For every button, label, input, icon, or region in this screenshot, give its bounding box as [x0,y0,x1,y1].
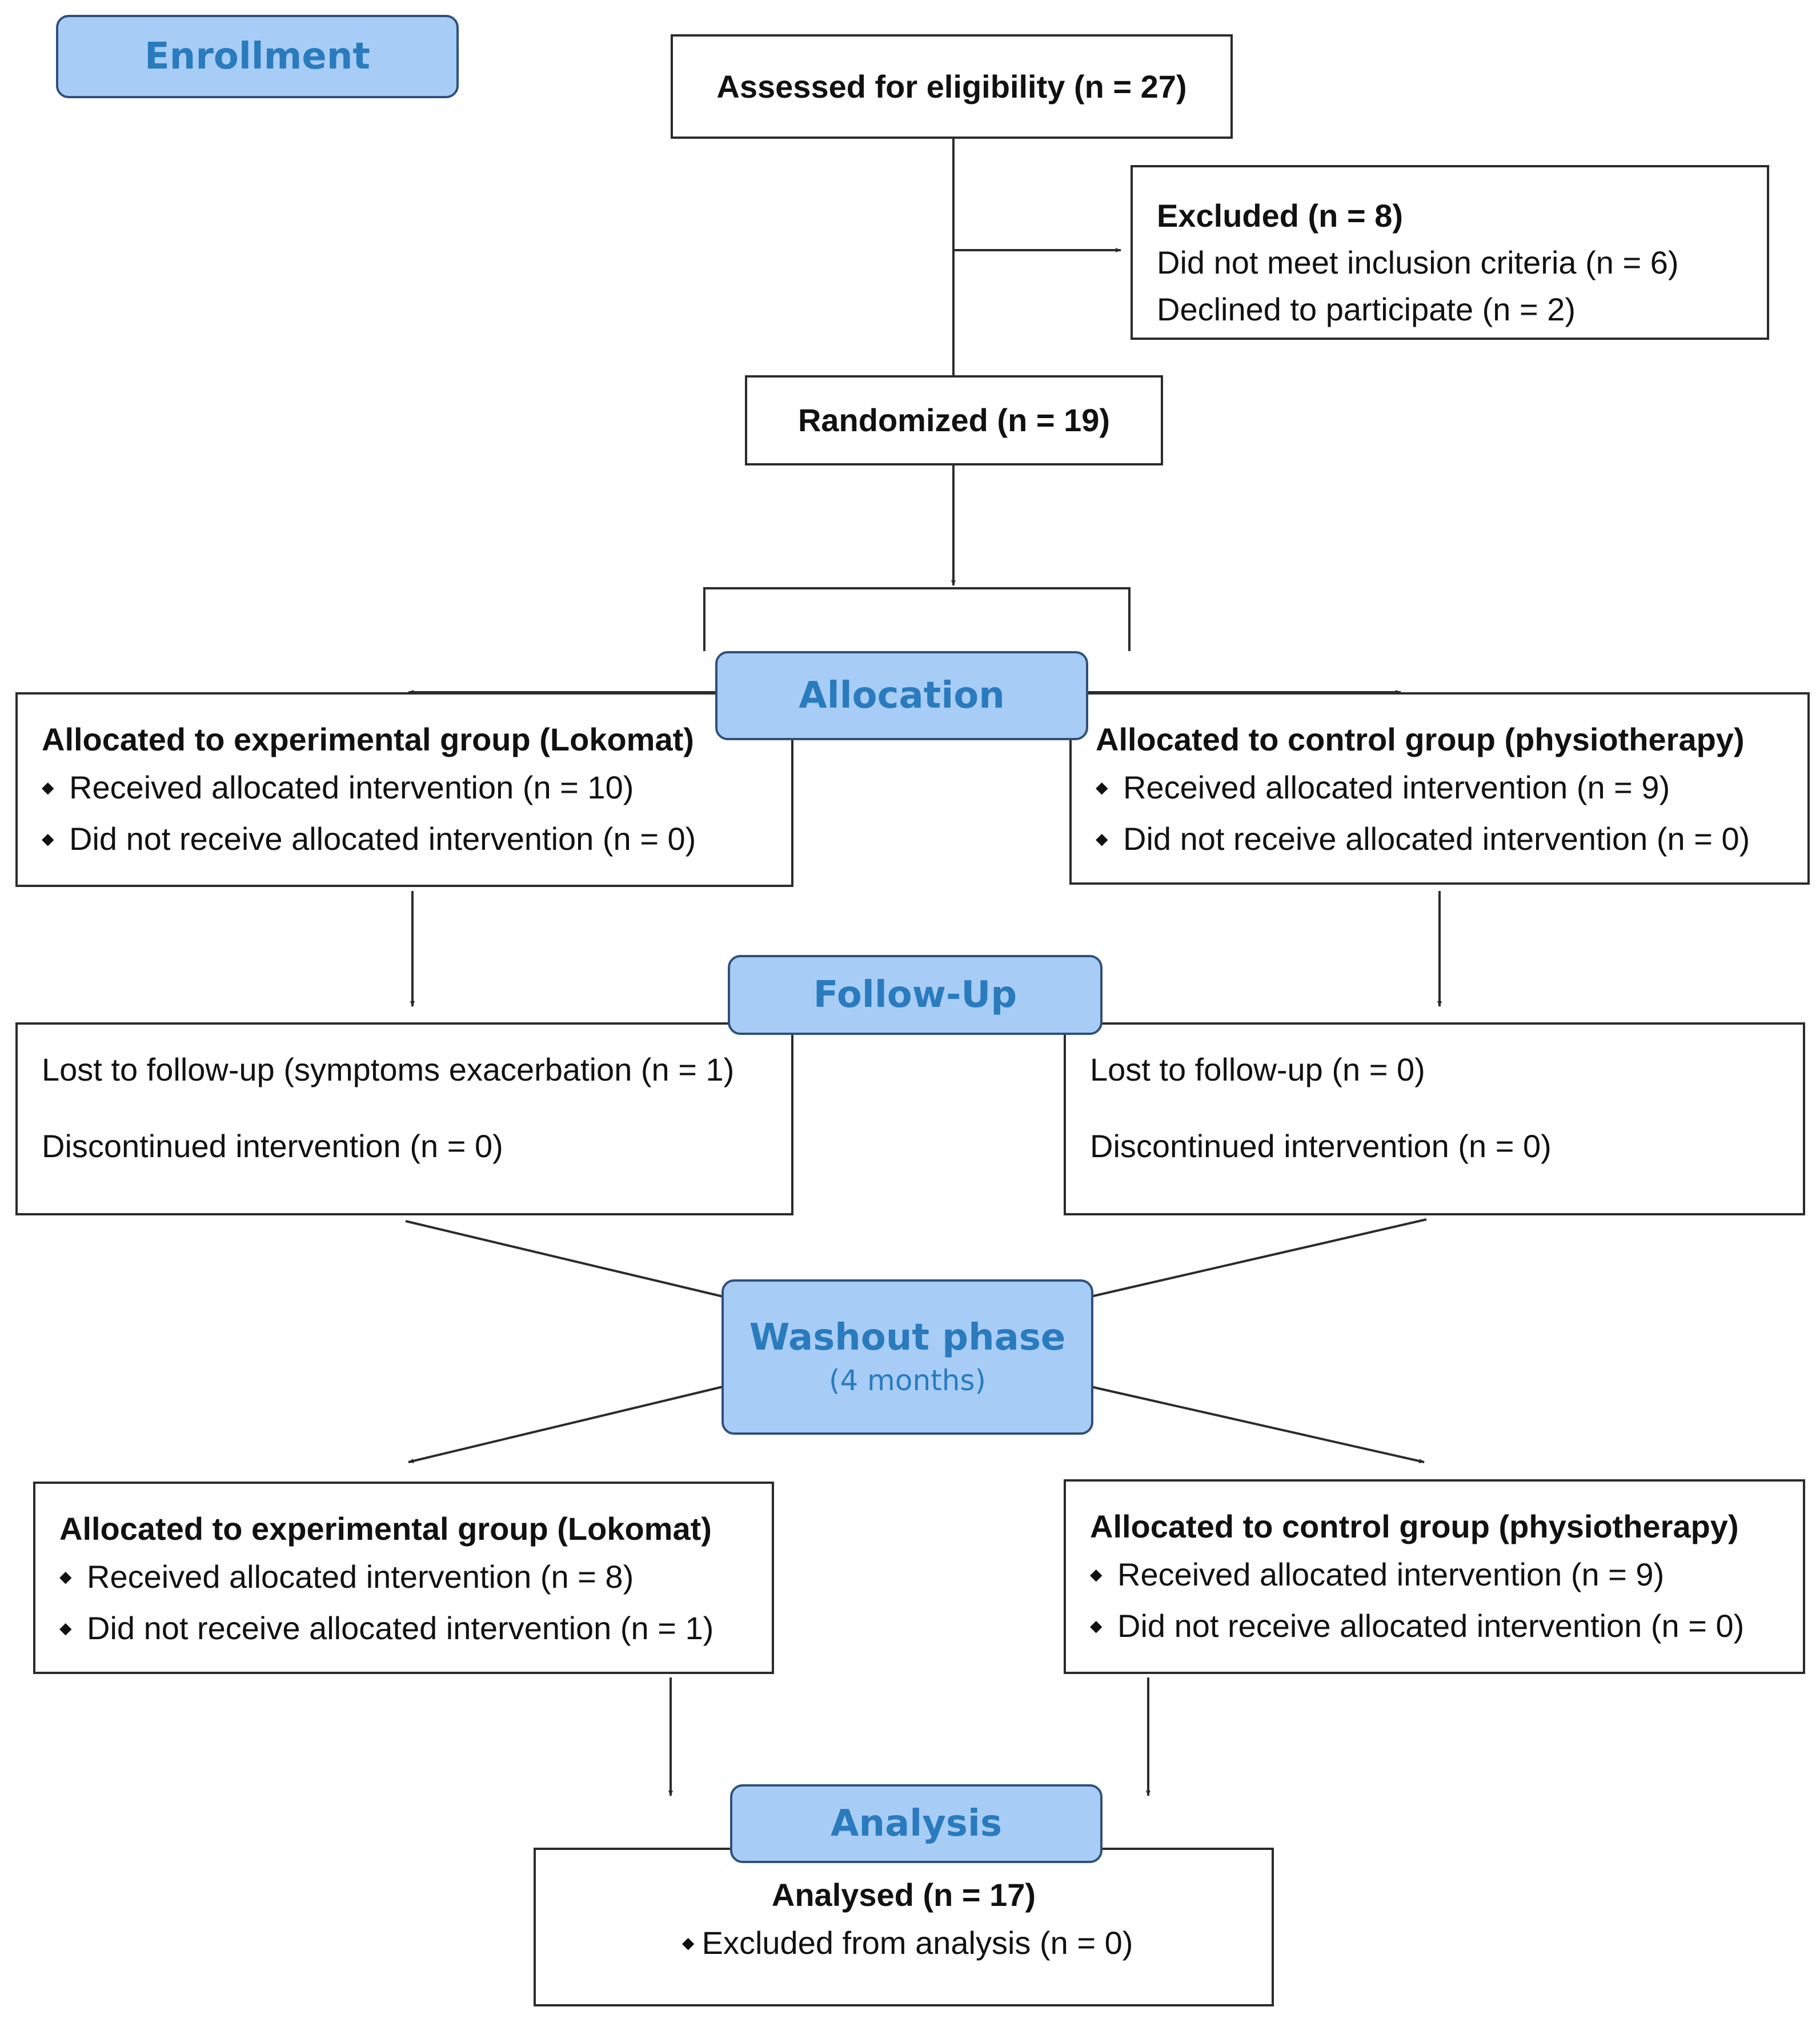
box-followup-control: Lost to follow-up (n = 0) Discontinued i… [1064,1022,1805,1215]
alloc-exp-title: Allocated to experimental group (Lokomat… [42,721,694,757]
stage-enrollment: Enrollment [56,15,459,98]
stage-washout-label: Washout phase [749,1316,1066,1359]
excluded-line-1: Did not meet inclusion criteria (n = 6) [1157,244,1679,280]
excluded-line-2: Declined to participate (n = 2) [1157,291,1576,327]
stage-follow-up-label: Follow-Up [813,973,1017,1016]
alloc-exp-item: ◆ Received allocated intervention (n = 10… [42,763,791,814]
box-analysed: Analysed (n = 17) ◆ Excluded from analysi… [534,1848,1274,2006]
cross-ctrl-item: ◆ Did not receive allocated intervention … [1090,1601,1803,1653]
analysed-title: Analysed (n = 17) [771,1877,1036,1913]
box-assessed: Assessed for eligibility (n = 27) [671,34,1233,139]
bullet-icon: ◆ [42,830,54,848]
bullet-icon: ◆ [682,1934,695,1952]
bullet-icon: ◆ [1096,778,1108,797]
stage-washout: Washout phase (4 months) [721,1279,1093,1435]
box-alloc-control: Allocated to control group (physiotherap… [1069,692,1810,885]
bullet-icon: ◆ [59,1619,72,1637]
cross-ctrl-item-text: Received allocated intervention (n = 9) [1117,1556,1665,1592]
alloc-ctrl-title: Allocated to control group (physiotherap… [1096,721,1745,757]
stage-analysis: Analysis [730,1784,1103,1863]
bullet-icon: ◆ [1090,1566,1103,1584]
stage-washout-sublabel: (4 months) [828,1363,987,1397]
alloc-ctrl-item: ◆ Did not receive allocated intervention … [1096,814,1807,866]
alloc-exp-item-text: Received allocated intervention (n = 10) [69,769,634,805]
bullet-icon: ◆ [1090,1617,1103,1635]
followup-exp-line-1: Lost to follow-up (symptoms exacerbation… [42,1051,735,1087]
box-alloc-experimental: Allocated to experimental group (Lokomat… [15,692,793,887]
alloc-exp-item: ◆ Did not receive allocated intervention … [42,814,791,866]
alloc-ctrl-item-text: Did not receive allocated intervention (… [1123,821,1750,857]
box-cross-experimental: Allocated to experimental group (Lokomat… [33,1482,774,1674]
assessed-text: Assessed for eligibility (n = 27) [716,68,1187,105]
cross-ctrl-title: Allocated to control group (physiotherap… [1090,1508,1739,1544]
connector-followup-ctrl-to-washout [1091,1218,1427,1298]
stage-follow-up: Follow-Up [728,955,1103,1035]
alloc-exp-item-text: Did not receive allocated intervention (… [69,821,696,857]
followup-exp-line-2: Discontinued intervention (n = 0) [42,1128,503,1164]
cross-ctrl-item: ◆ Received allocated intervention (n = 9) [1090,1550,1803,1601]
excluded-title: Excluded (n = 8) [1157,198,1403,234]
bullet-icon: ◆ [42,778,54,797]
alloc-ctrl-item: ◆ Received allocated intervention (n = 9) [1096,763,1807,814]
box-excluded: Excluded (n = 8) Did not meet inclusion … [1131,165,1769,340]
connector-allocation-bracket [703,587,1131,651]
randomized-text: Randomized (n = 19) [797,402,1111,438]
stage-allocation: Allocation [715,651,1088,740]
stage-enrollment-label: Enrollment [145,35,370,78]
box-cross-control: Allocated to control group (physiotherap… [1064,1479,1805,1674]
bullet-icon: ◆ [1096,830,1108,848]
stage-analysis-label: Analysis [830,1802,1003,1845]
cross-exp-item-text: Did not receive allocated intervention (… [87,1610,714,1647]
cross-exp-item-text: Received allocated intervention (n = 8) [87,1559,634,1595]
box-randomized: Randomized (n = 19) [745,375,1163,465]
followup-ctrl-line-1: Lost to follow-up (n = 0) [1090,1051,1425,1087]
alloc-ctrl-item-text: Received allocated intervention (n = 9) [1123,769,1670,805]
connector-washout-to-cross-exp [408,1386,723,1463]
box-followup-experimental: Lost to follow-up (symptoms exacerbation… [15,1022,793,1215]
bullet-icon: ◆ [59,1568,72,1586]
analysed-item: ◆ Excluded from analysis (n = 0) [536,1918,1272,1970]
cross-exp-title: Allocated to experimental group (Lokomat… [59,1511,712,1547]
followup-ctrl-line-2: Discontinued intervention (n = 0) [1090,1128,1552,1164]
cross-exp-item: ◆ Did not receive allocated intervention … [59,1604,772,1655]
connector-washout-to-cross-ctrl [1091,1386,1425,1463]
analysed-item-text: Excluded from analysis (n = 0) [701,1925,1133,1961]
connector-followup-exp-to-washout [405,1220,723,1298]
cross-ctrl-item-text: Did not receive allocated intervention (… [1117,1608,1745,1644]
cross-exp-item: ◆ Received allocated intervention (n = 8) [59,1552,772,1604]
stage-allocation-label: Allocation [799,674,1005,717]
